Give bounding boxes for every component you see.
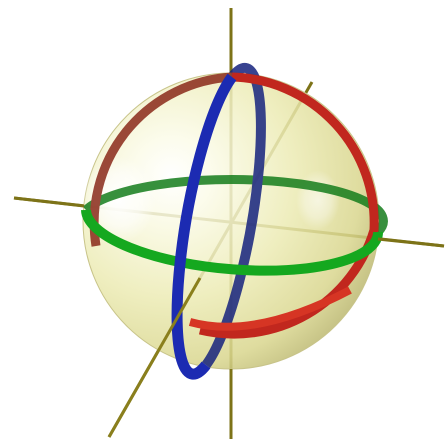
sphere-rim-highlight <box>296 170 340 230</box>
horizontal-axis-left <box>14 198 84 206</box>
horizontal-axis-front <box>378 239 444 246</box>
